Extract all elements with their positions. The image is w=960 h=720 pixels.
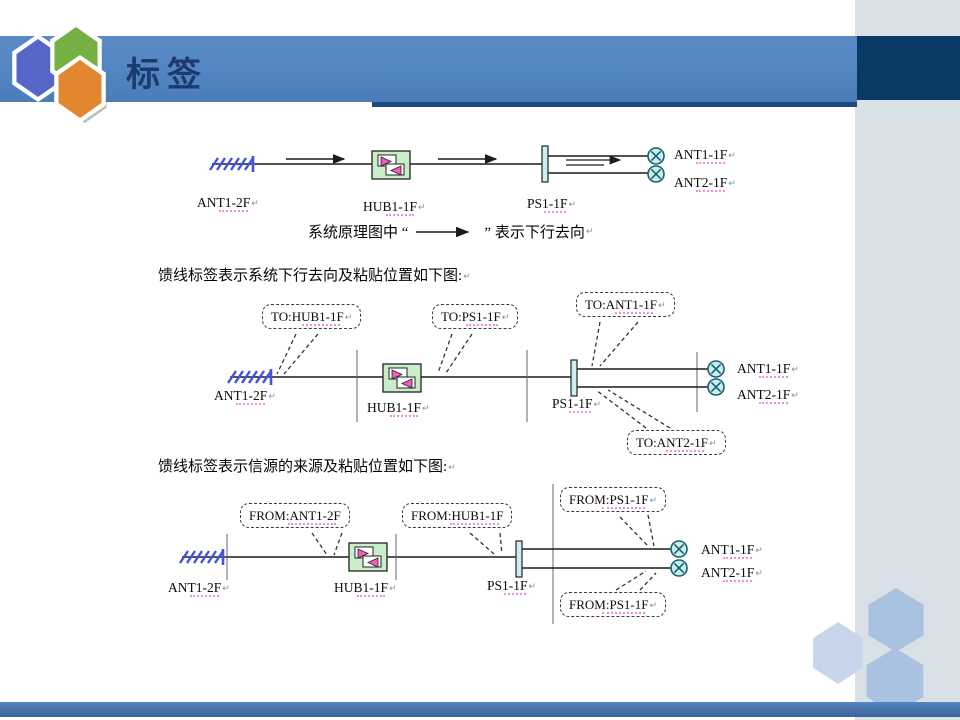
antenna-icon [226, 367, 273, 387]
splitter-icon [515, 540, 523, 578]
return-mark: ↵ [463, 272, 471, 282]
label-ant2-1f: ANT2-1F↵ [701, 565, 763, 582]
label-ant1-2f: ANT1-2F↵ [168, 580, 230, 597]
hub-icon [371, 150, 411, 180]
callout-to-ps: TO:PS1-1F↵ [432, 304, 519, 329]
label-ant1-1f: ANT1-1F↵ [737, 361, 799, 378]
footer-bar [0, 702, 960, 717]
page-title: 标签 [126, 56, 208, 94]
callout-to-hub: TO:HUB1-1F↵ [262, 304, 362, 329]
label-ant1-1f: ANT1-1F↵ [701, 542, 763, 559]
return-mark: ↵ [389, 584, 397, 594]
antenna-terminal-icon [670, 559, 688, 577]
diagram1 [208, 145, 665, 183]
section2-heading: 馈线标签表示系统下行去向及粘贴位置如下图:↵ [158, 268, 471, 284]
diagram2 [226, 321, 725, 429]
header-right-navy-block [855, 36, 960, 100]
return-mark: ↵ [791, 365, 799, 375]
antenna-terminal-icon [670, 540, 688, 558]
header-shadow-strip [372, 102, 857, 107]
header-bar [0, 36, 857, 102]
return-mark: ↵ [728, 179, 736, 189]
callout-from-ant: FROM:ANT1-2F [240, 503, 350, 528]
label-ps1-1f: PS1-1F↵ [487, 578, 537, 595]
return-mark: ↵ [791, 391, 799, 401]
callout-to-ant1: TO:ANT1-1F↵ [576, 292, 675, 317]
label-ant2-1f: ANT2-1F↵ [737, 387, 799, 404]
return-mark: ↵ [422, 404, 430, 414]
return-mark: ↵ [649, 496, 658, 506]
section3-heading: 馈线标签表示信源的来源及粘贴位置如下图:↵ [158, 459, 456, 475]
callout-from-hub: FROM:HUB1-1F [402, 503, 513, 528]
label-ant1-1f: ANT1-1F↵ [674, 147, 736, 164]
return-mark: ↵ [251, 199, 259, 209]
antenna-terminal-icon [647, 147, 665, 165]
return-mark: ↵ [657, 301, 666, 311]
return-mark: ↵ [708, 439, 717, 449]
return-mark: ↵ [585, 226, 594, 237]
antenna-terminal-icon [647, 165, 665, 183]
antenna-icon [208, 154, 255, 174]
callout-from-ps-top: FROM:PS1-1F↵ [560, 487, 667, 512]
return-mark: ↵ [448, 463, 456, 473]
label-hub1-1f: HUB1-1F↵ [363, 199, 426, 216]
return-mark: ↵ [528, 582, 537, 592]
label-ant1-2f: ANT1-2F↵ [197, 195, 259, 212]
callout-tails [276, 321, 671, 429]
return-mark: ↵ [268, 392, 276, 402]
return-mark: ↵ [728, 151, 736, 161]
arrow-icon [416, 226, 470, 237]
return-mark: ↵ [222, 584, 230, 594]
hub-icon [348, 542, 388, 572]
splitter-icon [570, 359, 578, 397]
hub-icon [382, 363, 422, 393]
diagram1-caption: 系统原理图中 “ ” 表示下行去向 ↵ [308, 225, 594, 241]
return-mark: ↵ [755, 546, 763, 556]
label-ant2-1f: ANT2-1F↵ [674, 175, 736, 192]
antenna-icon [178, 547, 225, 567]
return-mark: ↵ [755, 569, 763, 579]
return-mark: ↵ [649, 601, 658, 611]
return-mark: ↵ [501, 313, 510, 323]
label-ant1-2f: ANT1-2F↵ [214, 388, 276, 405]
label-ps1-1f: PS1-1F↵ [527, 196, 577, 213]
antenna-terminal-icon [707, 378, 725, 396]
callout-to-ant2: TO:ANT2-1F↵ [627, 430, 726, 455]
return-mark: ↵ [344, 313, 353, 323]
label-hub1-1f: HUB1-1F↵ [334, 580, 397, 597]
antenna-terminal-icon [707, 360, 725, 378]
return-mark: ↵ [568, 200, 577, 210]
label-ps1-1f: PS1-1F↵ [552, 396, 602, 413]
return-mark: ↵ [593, 400, 602, 410]
label-hub1-1f: HUB1-1F↵ [367, 400, 430, 417]
callout-from-ps-bottom: FROM:PS1-1F↵ [560, 592, 667, 617]
return-mark: ↵ [418, 203, 426, 213]
splitter-icon [541, 145, 549, 183]
